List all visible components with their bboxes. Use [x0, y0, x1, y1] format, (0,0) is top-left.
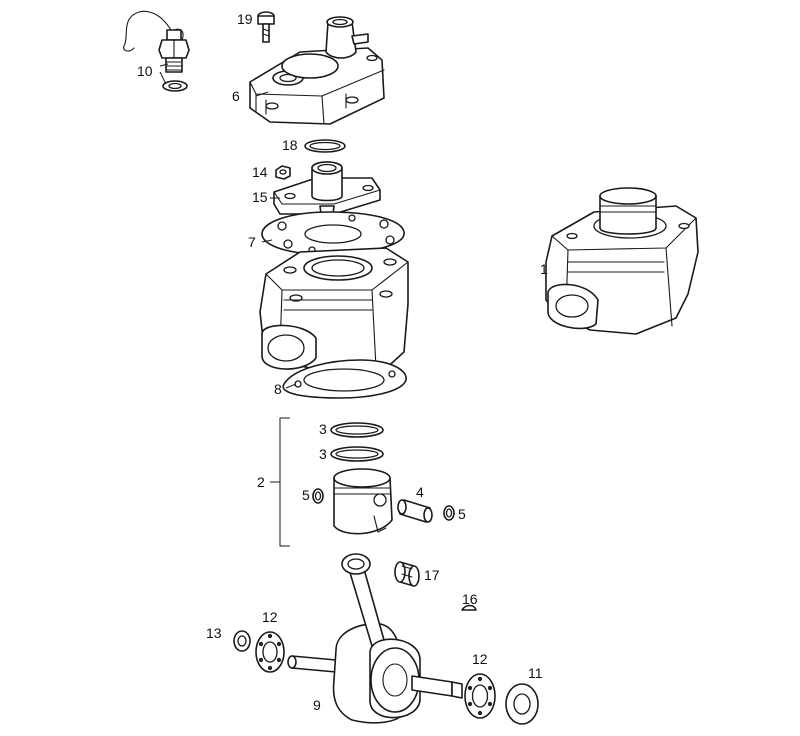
label-part-18: 18 [282, 137, 298, 153]
label-part-5-left: 5 [302, 487, 310, 503]
label-part-4: 4 [416, 484, 424, 500]
base-gasket [282, 359, 407, 399]
label-part-6: 6 [232, 88, 240, 104]
label-part-16: 16 [462, 591, 478, 607]
cylinder-assembly [545, 187, 699, 335]
label-part-1: 1 [540, 261, 548, 277]
oil-seal-right [505, 683, 539, 725]
nut [275, 165, 291, 180]
label-part-15: 15 [252, 189, 268, 205]
label-part-5-right: 5 [458, 506, 466, 522]
sensor-washer [162, 80, 188, 92]
cylinder-exploded [259, 247, 409, 375]
label-part-14: 14 [252, 164, 268, 180]
label-part-11: 11 [528, 665, 543, 681]
piston-ring-upper [330, 422, 384, 438]
temperature-sensor [123, 10, 190, 73]
label-part-2: 2 [257, 474, 265, 490]
label-part-7: 7 [248, 234, 256, 250]
circlip-left [312, 488, 324, 504]
label-part-13: 13 [206, 625, 222, 641]
label-part-12-left: 12 [262, 609, 278, 625]
label-part-10: 10 [137, 63, 153, 79]
label-part-12-right: 12 [472, 651, 488, 667]
circlip-right [443, 505, 455, 521]
label-part-17: 17 [424, 567, 440, 583]
piston-group-bracket [279, 417, 290, 547]
leader-lines [255, 91, 297, 389]
label-part-19: 19 [237, 11, 253, 27]
label-part-8: 8 [274, 381, 282, 397]
woodruff-key [461, 604, 477, 611]
needle-bearing [394, 561, 420, 587]
bearing-left [255, 631, 285, 673]
crankshaft [287, 553, 463, 724]
cylinder-head [249, 16, 385, 125]
oil-seal-left [233, 630, 251, 652]
screw [257, 11, 275, 43]
label-part-3-lower: 3 [319, 446, 327, 462]
bearing-right [464, 673, 496, 719]
o-ring [304, 139, 346, 153]
label-part-3-upper: 3 [319, 421, 327, 437]
piston-pin [397, 499, 433, 523]
label-part-9: 9 [313, 697, 321, 713]
piston [333, 468, 393, 535]
piston-ring-lower [330, 446, 384, 462]
